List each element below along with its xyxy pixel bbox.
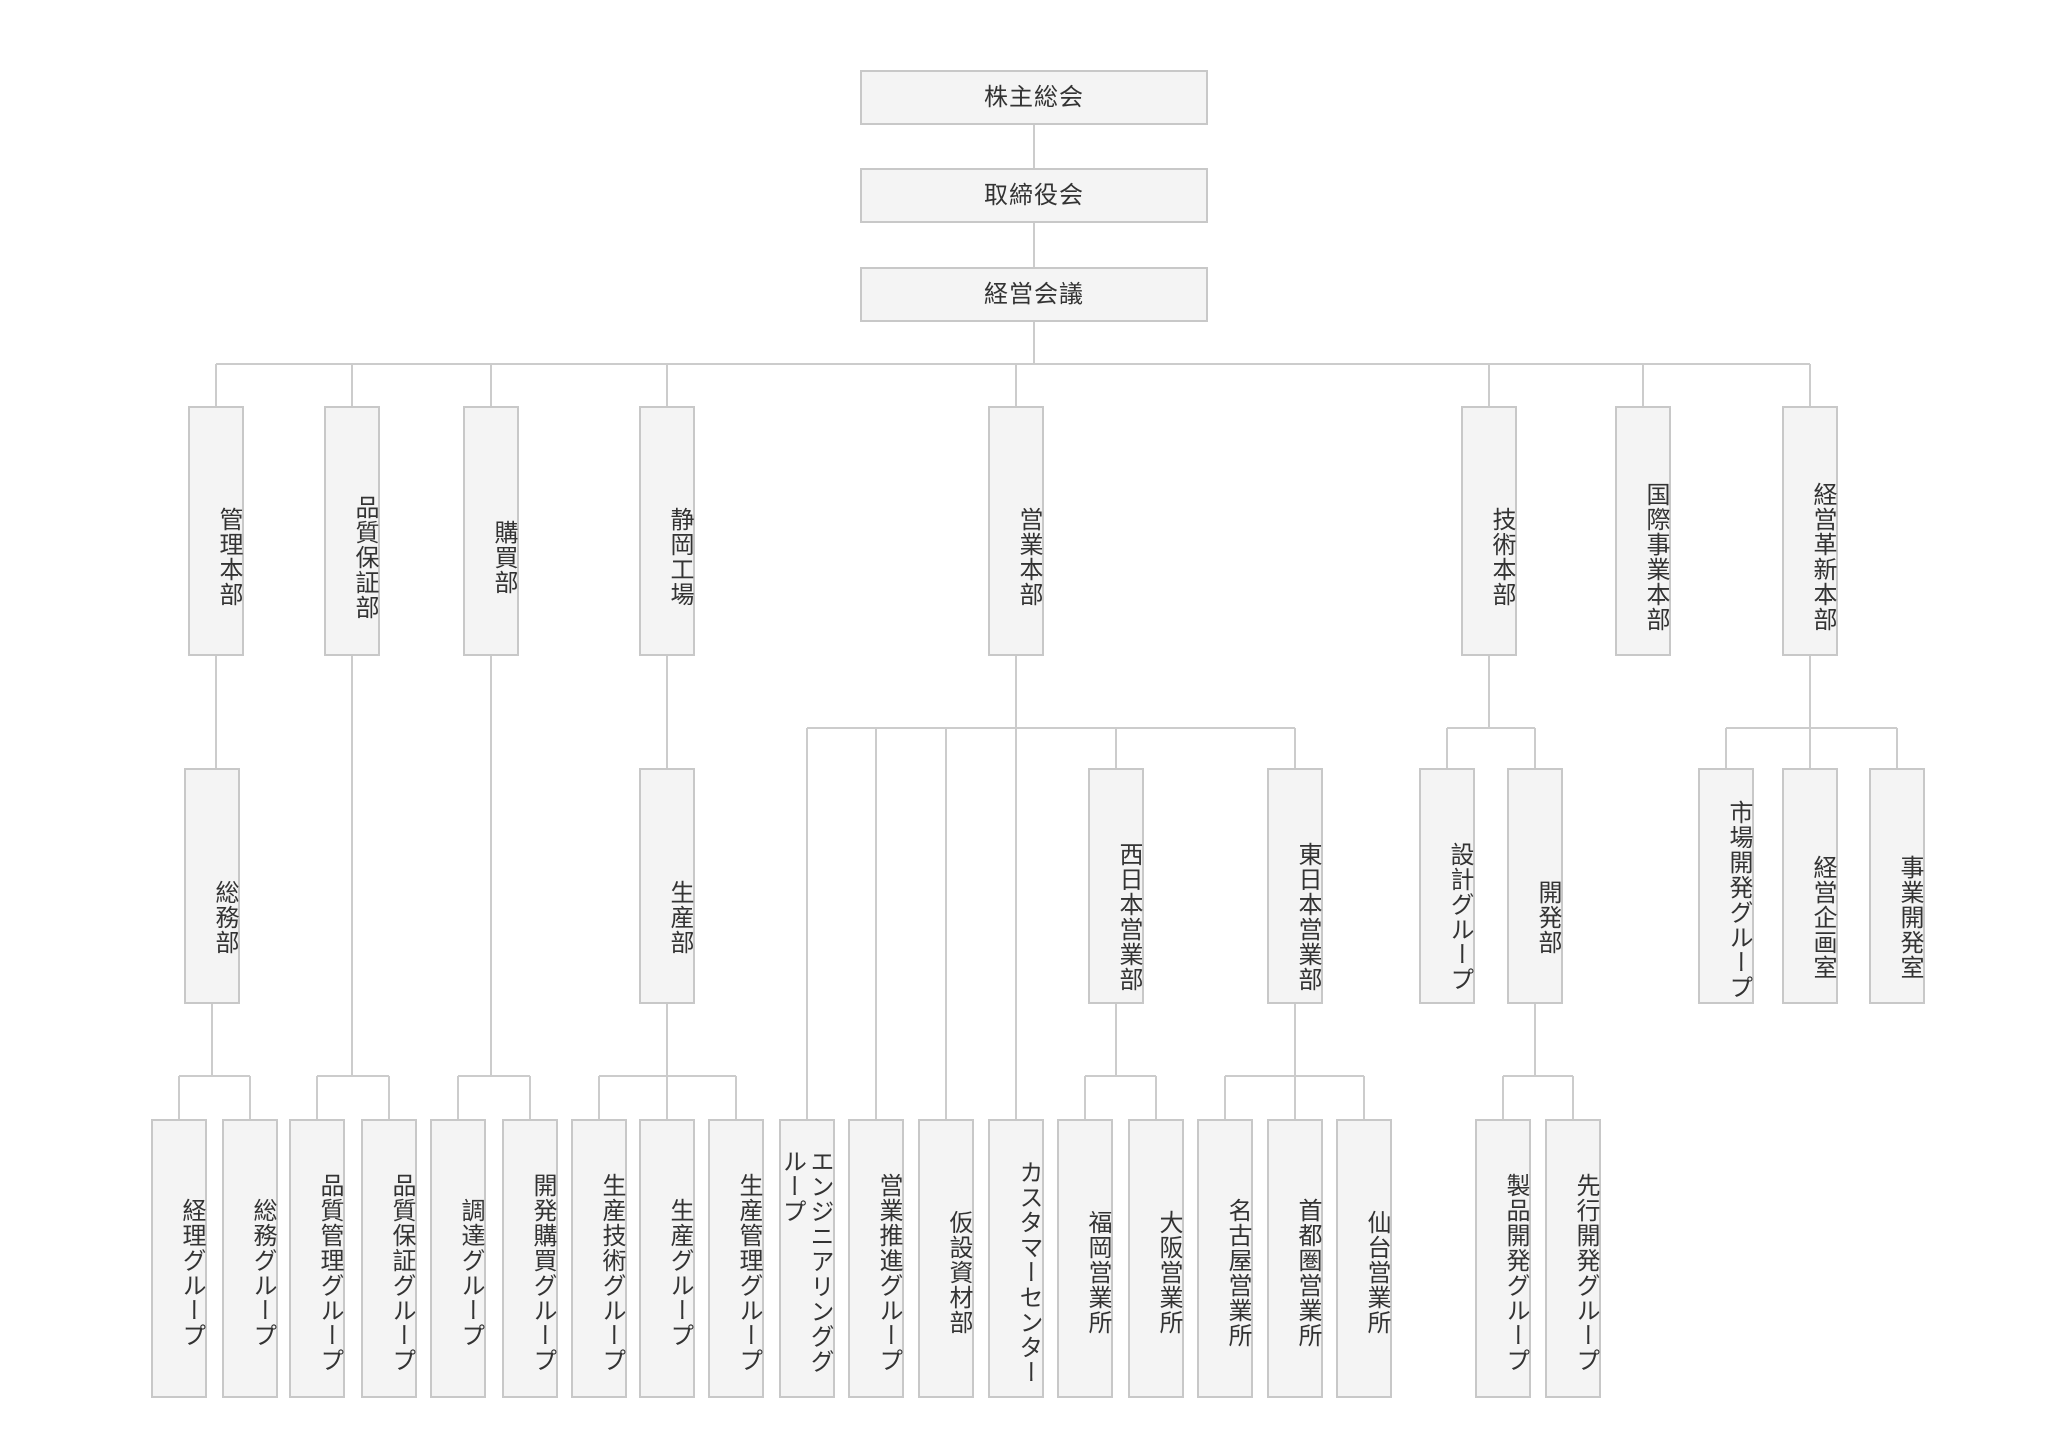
node-production-dept: 生産部 [639,768,695,1004]
node-quality-control-group: 品質管理グループ [289,1119,345,1398]
node-business-development-office: 事業開発室 [1869,768,1925,1004]
node-accounting-group: 経理グループ [151,1119,207,1398]
node-administration-division: 管理本部 [188,406,244,656]
node-quality-assurance-group: 品質保証グループ [361,1119,417,1398]
node-fukuoka-sales-office: 福岡営業所 [1057,1119,1113,1398]
node-production-engineering-group: 生産技術グループ [571,1119,627,1398]
node-sales-promotion-group: 営業推進グループ [848,1119,904,1398]
node-board-of-directors: 取締役会 [860,168,1208,223]
node-international-business-division: 国際事業本部 [1615,406,1671,656]
node-engineering-group: エンジニアリンググループ [778,1119,835,1398]
node-general-affairs-group: 総務グループ [222,1119,278,1398]
node-customer-center: カスタマーセンター [988,1119,1044,1398]
node-east-japan-sales-dept: 東日本営業部 [1267,768,1323,1004]
node-development-dept: 開発部 [1507,768,1563,1004]
node-quality-assurance-dept: 品質保証部 [324,406,380,656]
node-purchasing-dept: 購買部 [463,406,519,656]
node-product-development-group: 製品開発グループ [1475,1119,1531,1398]
node-market-development-group: 市場開発グループ [1698,768,1754,1004]
node-temporary-materials-dept: 仮設資材部 [918,1119,974,1398]
node-nagoya-sales-office: 名古屋営業所 [1197,1119,1253,1398]
node-corporate-planning-office: 経営企画室 [1782,768,1838,1004]
node-general-affairs-dept: 総務部 [184,768,240,1004]
node-sales-division: 営業本部 [988,406,1044,656]
node-tokyo-metro-sales-office: 首都圏営業所 [1267,1119,1323,1398]
node-production-control-group: 生産管理グループ [708,1119,764,1398]
node-advanced-development-group: 先行開発グループ [1545,1119,1601,1398]
node-production-group: 生産グループ [639,1119,695,1398]
node-osaka-sales-office: 大阪営業所 [1128,1119,1184,1398]
node-development-purchasing-group: 開発購買グループ [502,1119,558,1398]
node-management-innovation-division: 経営革新本部 [1782,406,1838,656]
node-west-japan-sales-dept: 西日本営業部 [1088,768,1144,1004]
node-technology-division: 技術本部 [1461,406,1517,656]
node-shareholders-meeting: 株主総会 [860,70,1208,125]
node-management-council: 経営会議 [860,267,1208,322]
node-sendai-sales-office: 仙台営業所 [1336,1119,1392,1398]
node-design-group: 設計グループ [1419,768,1475,1004]
node-shizuoka-factory: 静岡工場 [639,406,695,656]
node-procurement-group: 調達グループ [430,1119,486,1398]
